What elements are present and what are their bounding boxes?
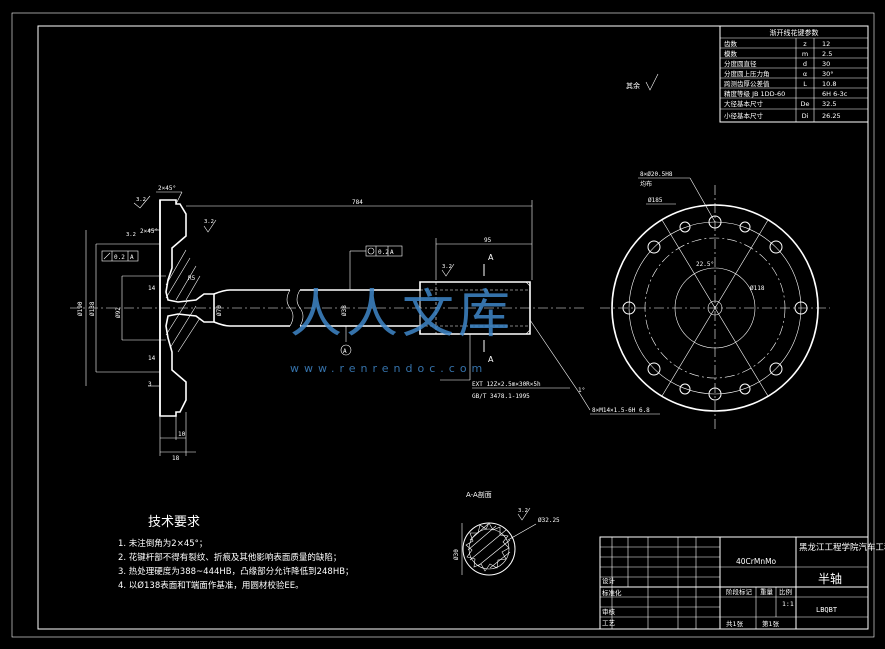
param-sym-4: L [803,80,807,88]
dim-t3: 3 [148,381,152,388]
surface-check-icon [645,73,659,91]
param-sym-6: De [800,100,809,108]
shaft-main-view [70,199,585,417]
dim-ra-neck: 3.2 [204,219,214,225]
dim-dia-shaft: Ø38 [341,305,348,316]
tb-material: 40CrMnMo [736,557,777,566]
dim-dia-pilot: Ø92 [115,307,122,318]
tb-school: 黑龙江工程学院汽车工程系 [799,542,885,553]
thread-callout: 8×M14×1.5-6H 6.8 [592,407,650,414]
holes-callout: 8×Ø20.5H8 [640,171,673,178]
tb-review: 审核 [602,607,616,616]
tb-scale-val: 1:1 [782,600,794,608]
flange-end-view: 8×Ø20.5H8 均布 Ø185 22.5° Ø118 [600,171,830,430]
dim-d14: 14 [148,285,156,292]
watermark-url: www.renrendoc.com [290,362,487,375]
datum-a-label: A [343,348,347,355]
param-name-1: 模数 [724,49,738,58]
gd-flat-ref: A [130,254,134,261]
dim-dia-flange: Ø190 [77,301,84,316]
param-sym-2: d [803,60,807,68]
tech-req-heading: 技术要求 [148,515,200,530]
dim-ra-side: 3.2 [126,232,136,238]
section-mark-bottom: A [488,355,494,364]
dim-t10: 10 [178,431,186,438]
tb-sheets: 共1张 [726,619,744,628]
outer-frame [11,12,875,638]
param-name-4: 跨测齿厚公差值 [724,79,770,88]
surface-note-rest: 其余 [626,81,640,90]
tech-req-item-3: 3. 热处理硬度为388~444HB，凸缘部分允许降低到248HB； [118,566,354,577]
spline-std-2: GB/T 3478.1-1995 [472,393,530,400]
gd-round-ref: A [390,249,394,256]
watermark: 人人文库 www.renrendoc.com [290,285,514,375]
param-sym-7: Di [802,112,809,120]
dim-len-total: 784 [352,199,363,206]
tb-design: 设计 [602,576,616,585]
tech-req-item-4: 4. 以Ø138表面和T端面作基准，用圆材校验EE。 [118,580,304,591]
dim-dia-hub: Ø138 [89,301,96,316]
param-name-5: 精度等级 JB 1DD-60 [724,89,785,98]
holes-note: 均布 [640,180,652,188]
param-table-title: 渐开线花键参数 [770,28,819,37]
dim-chamfer-side: 2×45° [140,228,158,235]
main-view-dimensions: 784 95 2×45° 3.2 3.2 2×45° 3.2 0.2 A 0.2… [77,185,660,462]
param-name-7: 小径基本尺寸 [724,111,764,120]
param-name-2: 分度圆直径 [724,59,757,68]
param-sym-3: α [803,70,807,78]
tb-process: 工艺 [602,619,616,627]
param-val-2: 30 [822,60,830,68]
dim-d14b: 14 [148,355,156,362]
section-title: A-A剖面 [466,490,492,499]
angle-callout: 1° [578,387,585,394]
dim-ra-top: 3.2 [136,197,146,203]
dim-len-spline: 95 [484,237,492,244]
param-val-0: 12 [822,40,830,48]
dim-dia-neck: Ø70 [216,305,223,316]
section-a-a-view: A-A剖面 3.2 Ø32.25 Ø30 [453,490,560,576]
spline-std: EXT 12Z×2.5m×30R×5h [472,381,541,388]
tb-part-name: 半轴 [818,571,842,586]
param-name-3: 分度圆上压力角 [724,69,770,78]
dim-circle: Ø118 [750,285,765,292]
tb-stage: 阶段标记 [726,587,753,596]
section-dim-slot: Ø32.25 [538,517,560,524]
technical-requirements: 技术要求 1. 未注倒角为2×45°； 2. 花键杆部不得有裂纹、折痕及其他影响… [118,515,354,591]
tb-sheet-no: 第1张 [762,619,780,628]
title-block: 40CrMnMo 黑龙江工程学院汽车工程系 半轴 设计 标准化 阶段标记 重量 … [599,536,885,630]
param-val-5: 6H 6-3c [822,90,848,98]
section-ra: 3.2 [518,508,528,514]
section-mark-top: A [488,253,494,262]
tech-req-item-2: 2. 花键杆部不得有裂纹、折痕及其他影响表面质量的缺陷； [118,552,341,563]
tb-weight: 重量 [760,588,774,596]
tb-code: LBQBT [816,606,838,614]
param-sym-1: m [802,50,808,58]
param-val-4: 10.8 [822,80,836,88]
dim-chamfer-top: 2×45° [158,185,176,192]
param-sym-0: z [803,40,807,48]
dim-pcd: Ø185 [648,197,663,204]
param-val-3: 30° [822,70,834,78]
gd-flat-value: 0.2 [114,254,125,261]
tb-standard: 标准化 [602,588,622,597]
tech-req-item-1: 1. 未注倒角为2×45°； [118,538,207,549]
param-val-6: 32.5 [822,100,836,108]
param-name-0: 齿数 [724,39,738,48]
watermark-cn: 人人文库 [290,285,514,345]
inner-frame [37,25,869,630]
dim-ra-spline: 3.2 [442,264,452,270]
dim-angle-view: 22.5° [696,261,714,268]
param-name-6: 大径基本尺寸 [724,99,764,108]
dim-fillet: R5 [188,275,196,282]
tb-scale: 比例 [779,587,792,596]
dim-t18: 18 [172,455,180,462]
spline-parameter-table: 渐开线花键参数 齿数 z 12 模数 m 2.5 分度圆直径 d 30 分度圆上… [719,25,869,123]
gd-round-value: 0.2 [378,249,389,256]
param-val-7: 26.25 [822,112,841,120]
param-val-1: 2.5 [822,50,832,58]
section-dim-d: Ø30 [453,549,460,560]
